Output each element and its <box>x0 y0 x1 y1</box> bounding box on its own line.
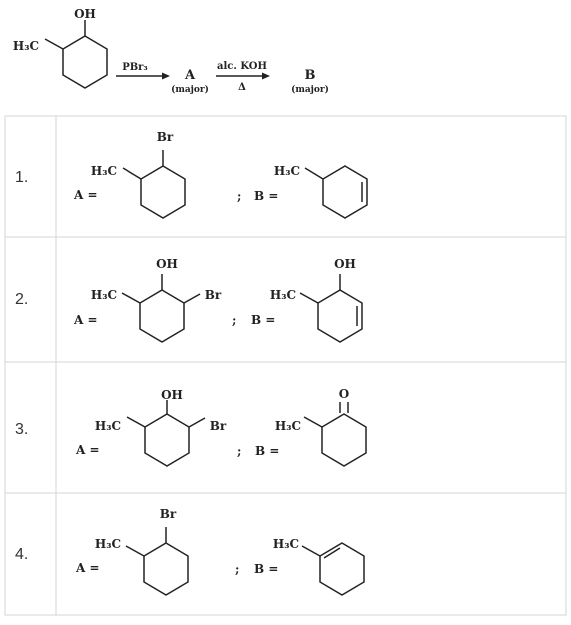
methyl-label: H₃C <box>95 537 121 551</box>
methyl-bond <box>125 545 145 557</box>
bromo-label: Br <box>157 130 174 144</box>
cyclohexane-ring <box>143 542 189 596</box>
product-b-note: (major) <box>291 84 329 95</box>
methyl-bond <box>299 292 319 304</box>
hydroxyl-label: OH <box>74 7 96 21</box>
cyclohexane-ring <box>140 165 186 219</box>
methyl-label: H₃C <box>13 39 39 53</box>
separator: ; <box>237 189 241 203</box>
reagent-pbr3: PBr₃ <box>122 62 148 73</box>
methyl-label: H₃C <box>270 288 296 302</box>
option-1[interactable]: 1. A = Br H₃C ; B = H₃C <box>15 130 368 219</box>
option-number: 4. <box>15 546 28 563</box>
structure-b: H₃C <box>274 164 368 219</box>
methyl-bond <box>122 167 142 180</box>
a-equals: A = <box>75 561 100 575</box>
oxygen-label: O <box>339 387 349 401</box>
cyclohexane-ring <box>62 35 108 89</box>
reaction-scheme: OH H₃C PBr₃ A (major) alc. KOH Δ B (majo… <box>13 7 329 95</box>
option-number: 1. <box>15 169 28 186</box>
b-equals: B = <box>254 562 278 576</box>
structure-a: OH H₃C Br <box>95 388 227 467</box>
options-table <box>4 115 567 616</box>
product-b-label: B <box>305 68 316 83</box>
br-bond <box>188 417 206 428</box>
structure-a: OH H₃C Br <box>91 257 222 343</box>
starting-material: OH H₃C <box>13 7 108 89</box>
option-4[interactable]: 4. A = Br H₃C ; B = H₃C <box>15 507 365 596</box>
br-bond <box>183 293 201 304</box>
cyclohexane-ring <box>139 289 185 343</box>
bromo-label: Br <box>205 288 222 302</box>
methyl-label: H₃C <box>91 164 117 178</box>
methyl-bond <box>303 416 323 428</box>
cyclohexene-ring <box>322 165 368 219</box>
methyl-bond <box>301 545 321 557</box>
b-equals: B = <box>254 189 278 203</box>
structure-b: O H₃C <box>275 387 367 467</box>
hydroxyl-label: OH <box>156 257 178 271</box>
structure-a: Br H₃C <box>95 507 189 596</box>
methyl-bond <box>44 38 64 50</box>
methyl-bond <box>126 416 146 428</box>
heat-condition: Δ <box>238 82 246 93</box>
bromo-label: Br <box>210 419 227 433</box>
b-equals: B = <box>255 444 279 458</box>
product-a-label: A <box>184 68 196 83</box>
table-border <box>4 115 567 616</box>
cyclohexene-ring <box>317 289 363 343</box>
bromo-label: Br <box>160 507 177 521</box>
option-number: 2. <box>15 291 28 308</box>
option-number: 3. <box>15 421 28 438</box>
methyl-label: H₃C <box>95 419 121 433</box>
methyl-label: H₃C <box>274 164 300 178</box>
reagent-alc-koh: alc. KOH <box>217 61 267 72</box>
double-bond <box>323 547 341 559</box>
option-2[interactable]: 2. A = OH H₃C Br ; B = OH H₃C <box>15 257 363 343</box>
arrowhead-step2 <box>262 72 270 80</box>
structure-b: H₃C <box>273 537 365 596</box>
hydroxyl-label: OH <box>161 388 183 402</box>
cyclohexene-ring <box>319 542 365 596</box>
separator: ; <box>237 444 241 458</box>
separator: ; <box>232 313 236 327</box>
b-equals: B = <box>251 313 275 327</box>
product-a-note: (major) <box>171 84 209 95</box>
cyclohexanone-ring <box>321 413 367 467</box>
methyl-label: H₃C <box>273 537 299 551</box>
methyl-label: H₃C <box>91 288 117 302</box>
methyl-label: H₃C <box>275 419 301 433</box>
structure-a: Br H₃C <box>91 130 186 219</box>
methyl-bond <box>121 292 141 304</box>
arrowhead-step1 <box>162 72 170 80</box>
a-equals: A = <box>75 443 100 457</box>
option-3[interactable]: 3. A = OH H₃C Br ; B = O H₃C <box>15 387 367 467</box>
hydroxyl-label: OH <box>334 257 356 271</box>
structure-b: OH H₃C <box>270 257 363 343</box>
cyclohexane-ring <box>144 413 190 467</box>
methyl-bond <box>304 167 324 180</box>
separator: ; <box>235 562 239 576</box>
a-equals: A = <box>73 313 98 327</box>
a-equals: A = <box>73 188 98 202</box>
